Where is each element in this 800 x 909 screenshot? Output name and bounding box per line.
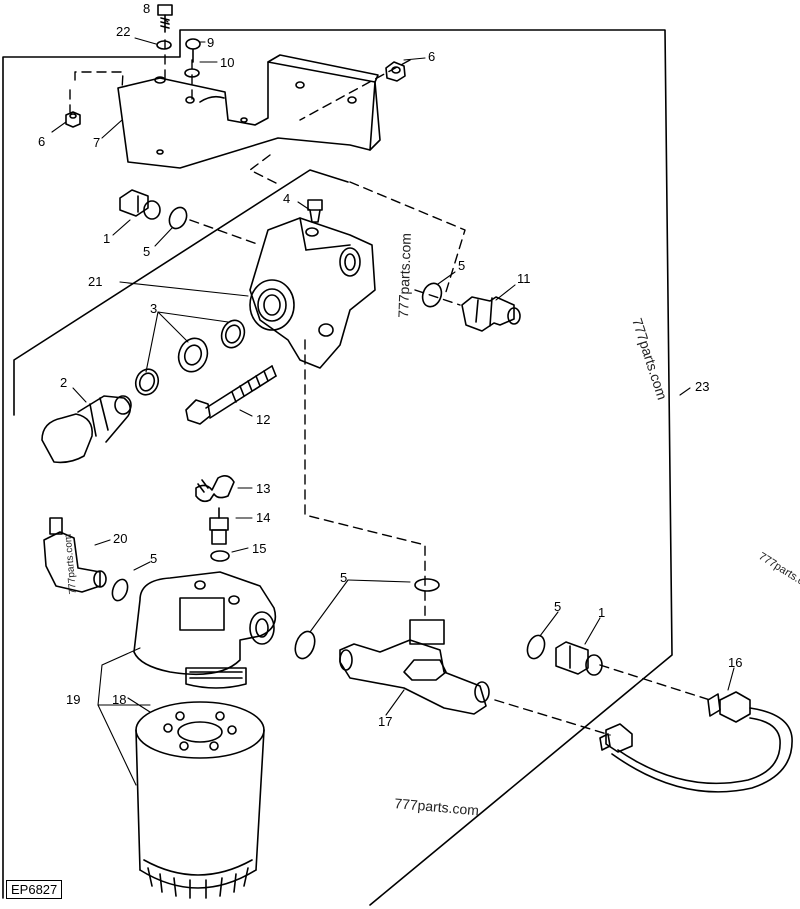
watermark: 777parts.com [63,533,79,594]
watermark: 777parts.com [394,795,480,818]
callout-12: 12 [256,412,270,427]
washer-22 [156,40,172,50]
nut-6-right [385,61,406,82]
callout-6-right: 6 [428,49,435,64]
callout-5-lower-right: 5 [554,599,561,614]
callout-5-mid-left: 5 [150,551,157,566]
o-ring-5-e [294,630,316,660]
callout-5-top: 5 [143,244,150,259]
callout-20: 20 [113,531,127,546]
callout-17: 17 [378,714,392,729]
bolt-9 [185,38,201,63]
plug-valve-2 [41,395,132,464]
callout-5-right: 5 [458,258,465,273]
bolt-8 [157,4,173,33]
fuel-line-16 [599,691,793,793]
callout-21: 21 [88,274,102,289]
callout-15: 15 [252,541,266,556]
assembly-outline [2,29,673,906]
callout-9: 9 [207,35,214,50]
bleed-fitting-4 [307,199,323,223]
callout-3: 3 [150,301,157,316]
callout-18: 18 [112,692,126,707]
callout-8: 8 [143,1,150,16]
callout-19: 19 [66,692,80,707]
callout-2: 2 [60,375,67,390]
assembly-dashed-lines [69,39,711,736]
fitting-14 [209,507,229,545]
watermark: 777parts.com [756,550,800,595]
nut-6-left [65,111,81,128]
o-ring-15 [210,550,230,562]
washer-10 [184,68,200,78]
watermark: 777parts.com [629,316,670,402]
filter-element-18 [135,701,265,899]
o-ring-5-b [421,282,443,308]
callout-leaders [51,19,735,786]
callout-16: 16 [728,655,742,670]
elbow-13 [195,474,235,503]
callout-23: 23 [695,379,709,394]
callout-13: 13 [256,481,270,496]
callout-4: 4 [283,191,290,206]
callout-22: 22 [116,24,130,39]
callout-14: 14 [256,510,270,525]
fitting-11 [461,296,521,332]
o-ring-5-f [526,634,546,660]
bolt-12 [185,365,277,425]
callout-5-mid: 5 [340,570,347,585]
reference-code-label: EP6827 [6,880,63,899]
o-ring-5-d [414,578,440,592]
callout-10: 10 [220,55,234,70]
o-ring-5-c [111,578,129,602]
filter-head-21 [249,217,376,369]
elbow-fitting-20 [43,517,107,593]
filter-base-19 [133,571,277,689]
callout-7: 7 [93,135,100,150]
fitting-1-bottom [555,641,603,676]
o-ring-5-a [168,206,188,230]
fitting-1-top [119,189,161,220]
tee-fitting-17 [339,619,490,715]
mounting-bracket [117,54,381,169]
callout-11: 11 [517,271,531,286]
seal-set-3 [134,319,246,396]
watermark: 777parts.com [395,233,414,318]
callout-6-left: 6 [38,134,45,149]
callout-1-top: 1 [103,231,110,246]
callout-1-bottom: 1 [598,605,605,620]
